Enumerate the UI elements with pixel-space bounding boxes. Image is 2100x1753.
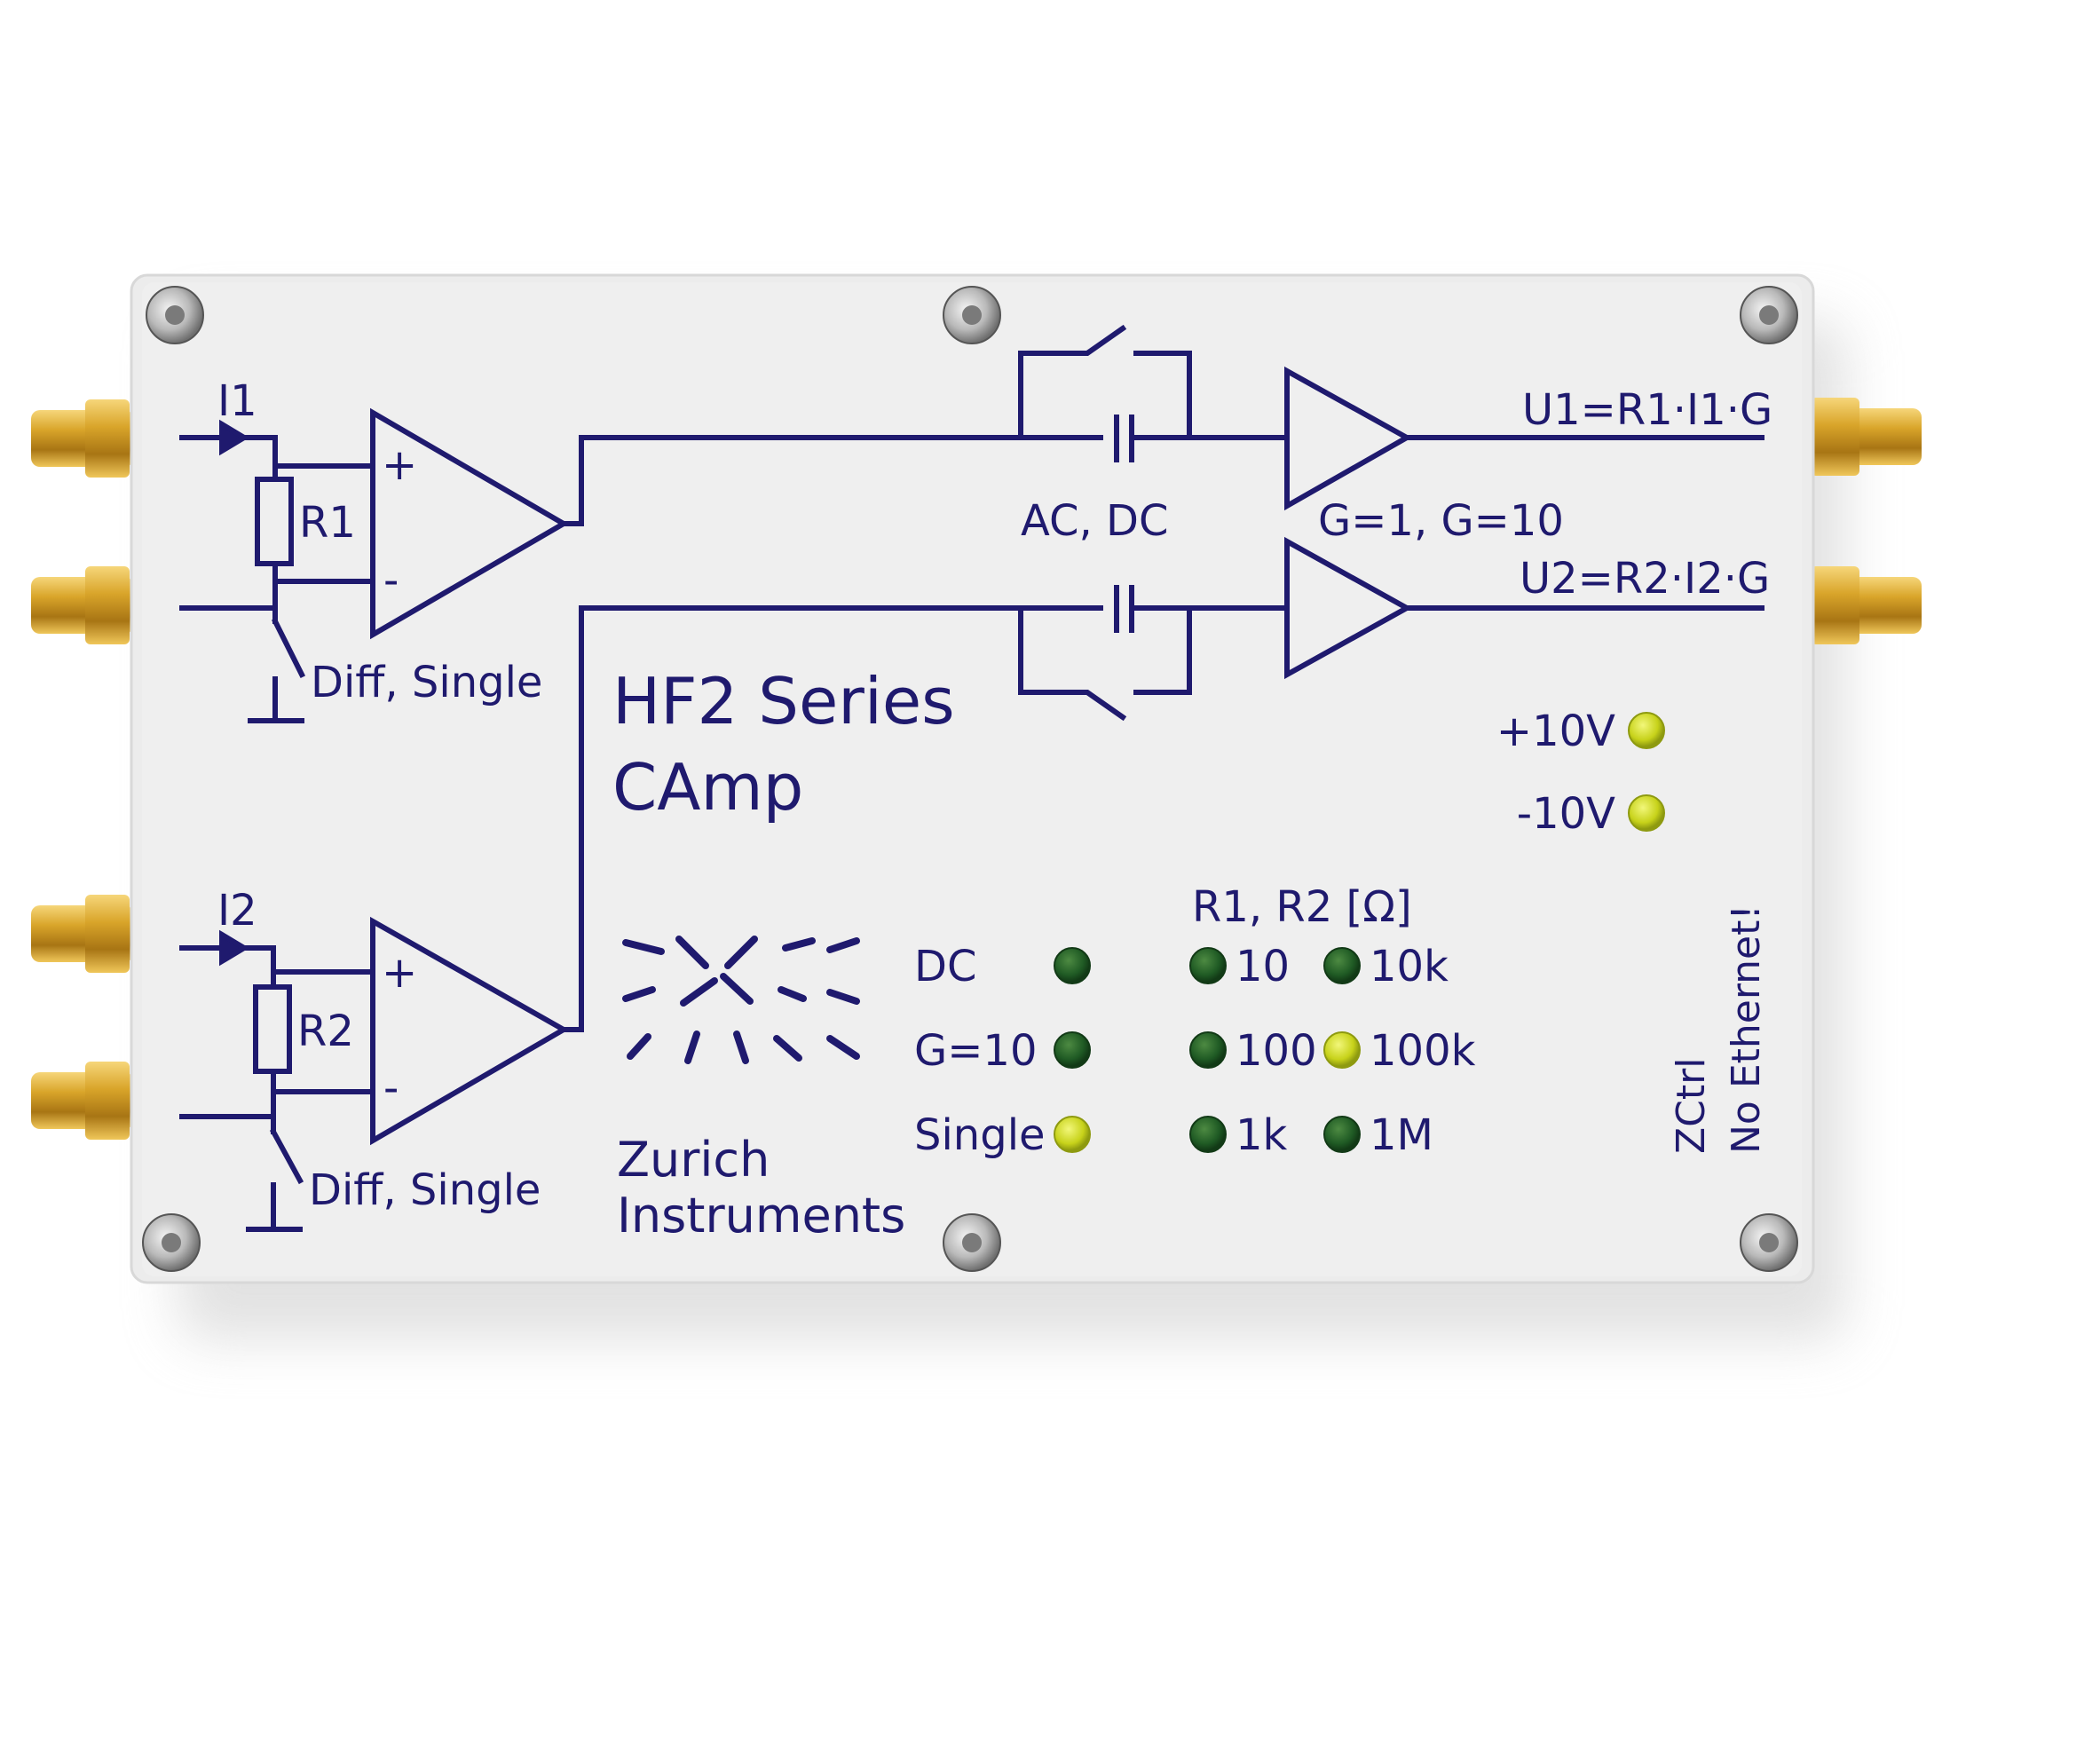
led-plus10v-indicator: [1628, 712, 1665, 749]
screw-icon: [943, 286, 1001, 344]
led-r10-label: 10: [1236, 942, 1290, 991]
opamp2-plus-label: +: [382, 948, 417, 998]
screws: [142, 286, 1798, 1272]
left-connectors: [31, 399, 133, 1140]
led-g10-indicator: [1054, 1031, 1091, 1069]
led-g10-label: G=10: [914, 1026, 1038, 1076]
led-r100-label: 100: [1236, 1026, 1317, 1076]
smb-connector-icon: [31, 895, 133, 973]
resistor-r1-label: R1: [299, 498, 356, 548]
ac-dc-label: AC, DC: [1021, 496, 1169, 546]
led-r1m-indicator: [1323, 1116, 1361, 1153]
output-u1-label: U1=R1·I1·G: [1522, 385, 1772, 435]
led-r1k-indicator: [1189, 1116, 1227, 1153]
led-single-indicator: [1054, 1116, 1091, 1153]
resistance-header: R1, R2 [Ω]: [1192, 882, 1412, 932]
screw-icon: [1740, 1213, 1798, 1272]
gain-label: G=1, G=10: [1318, 496, 1564, 546]
opamp1-plus-label: +: [382, 440, 417, 490]
smb-connector-icon: [31, 1062, 133, 1140]
input-i2-label: I2: [217, 886, 257, 936]
resistor-r2-label: R2: [297, 1007, 354, 1056]
led-minus10v-indicator: [1628, 794, 1665, 832]
opamp1-minus-label: -: [383, 556, 399, 605]
zctrl-label: ZCtrl: [1669, 1058, 1714, 1154]
smb-connector-icon: [1811, 398, 1922, 476]
led-dc-indicator: [1054, 947, 1091, 984]
led-r100-indicator: [1189, 1031, 1227, 1069]
led-r1m-label: 1M: [1370, 1110, 1433, 1160]
brand-name-line1: Zurich: [617, 1132, 770, 1188]
led-plus10v-label: +10V: [1496, 707, 1615, 756]
schematic: [179, 324, 1764, 1232]
screw-icon: [142, 1213, 201, 1272]
input-i1-label: I1: [217, 376, 257, 426]
led-r10k-label: 10k: [1370, 942, 1449, 991]
right-connectors: [1811, 398, 1922, 644]
brand-name-line2: Instruments: [617, 1188, 905, 1244]
led-r10-indicator: [1189, 947, 1227, 984]
led-r10k-indicator: [1323, 947, 1361, 984]
screw-icon: [943, 1213, 1001, 1272]
smb-connector-icon: [31, 566, 133, 644]
led-r100k-indicator: [1323, 1031, 1361, 1069]
no-ethernet-warning: No Ethernet!: [1724, 904, 1769, 1154]
screw-icon: [1740, 286, 1798, 344]
output-u2-label: U2=R2·I2·G: [1520, 554, 1770, 604]
diff-single-bottom-label: Diff, Single: [309, 1165, 541, 1215]
led-r1k-label: 1k: [1236, 1110, 1288, 1160]
led-r100k-label: 100k: [1370, 1026, 1476, 1076]
led-single-label: Single: [914, 1110, 1046, 1160]
smb-connector-icon: [1811, 566, 1922, 644]
zurich-instruments-logo-icon: [622, 936, 860, 1064]
led-minus10v-label: -10V: [1517, 789, 1615, 839]
screw-icon: [146, 286, 204, 344]
opamp2-minus-label: -: [383, 1063, 399, 1113]
smb-connector-icon: [31, 399, 133, 478]
product-name-title: CAmp: [612, 750, 803, 825]
product-series-title: HF2 Series: [612, 664, 955, 738]
led-dc-label: DC: [914, 942, 976, 991]
diff-single-top-label: Diff, Single: [311, 658, 542, 707]
